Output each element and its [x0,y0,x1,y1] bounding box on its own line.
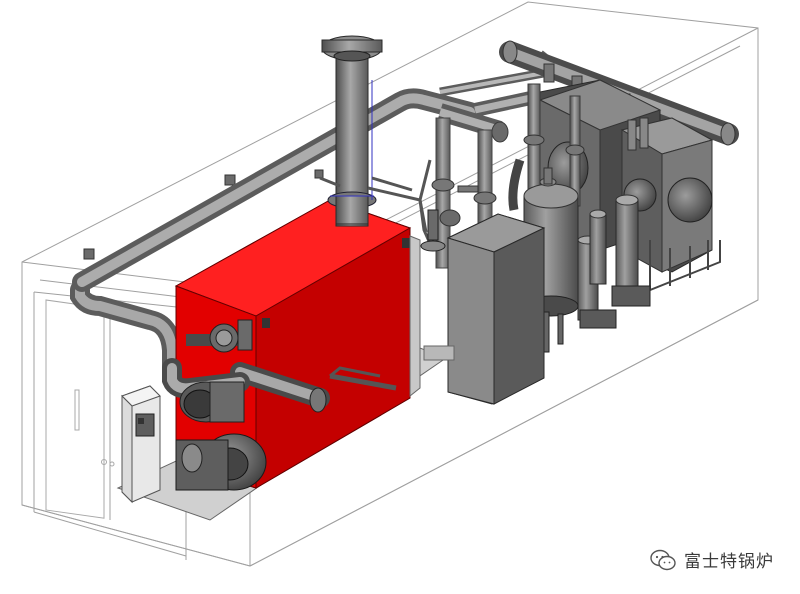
tank-risers [508,83,585,215]
watermark: 富士特锅炉 [650,547,774,572]
flue-pipe-frame [319,176,428,233]
burner-upper [179,381,245,423]
flue-chimney [321,35,383,227]
burner-fan [175,433,267,491]
wall-lamp [83,169,324,260]
wall-pipe [70,88,480,380]
pump-3 [589,209,607,285]
burner-control-box [121,385,161,504]
boiler-outlet-pipe [230,362,397,413]
control-cabinet [446,213,546,405]
valve-cluster [420,209,455,361]
circulation-pump-2 [611,194,651,307]
watermark-text: 富士特锅炉 [684,552,774,572]
wechat-icon [650,549,676,570]
water-tank-front [620,117,714,273]
boiler-side-cover [409,235,421,398]
